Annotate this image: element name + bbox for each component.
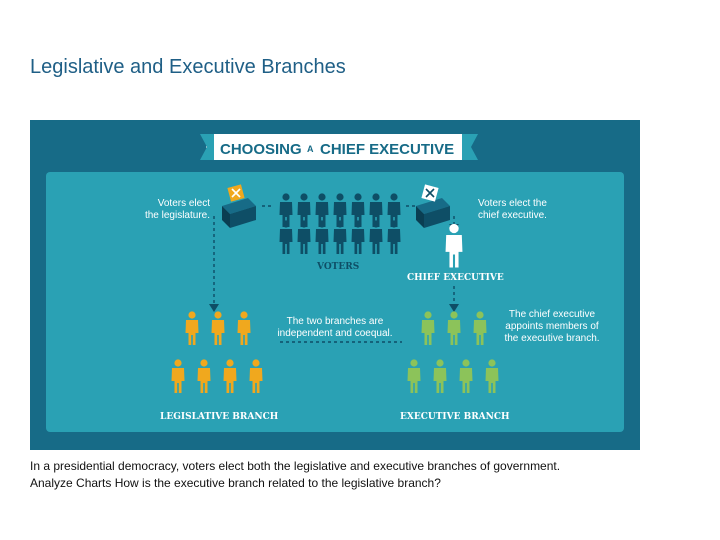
ballot-box-right-icon (416, 184, 450, 228)
voters-elect-chief-text: chief executive. (478, 210, 547, 221)
two-branches-text: The two branches are (287, 316, 384, 327)
choosing-chief-executive-diagram: CHOOSING A CHIEF EXECUTIVE (30, 120, 640, 450)
banner: CHOOSING A CHIEF EXECUTIVE (200, 134, 478, 160)
arrow-head-executive (449, 304, 459, 312)
voters-elect-chief-text: Voters elect the (478, 198, 547, 209)
voters-elect-legislature-text: the legislature. (145, 210, 210, 221)
page-title: Legislative and Executive Branches (30, 56, 346, 78)
banner-mid-text: A (307, 144, 314, 154)
executive-branch-label: EXECUTIVE BRANCH (400, 412, 510, 422)
voters-elect-legislature-text: Voters elect (158, 198, 210, 209)
arrow-voters-to-legislature (213, 205, 272, 306)
two-branches-text: independent and coequal. (277, 328, 392, 339)
voters-label: VOTERS (316, 262, 359, 272)
appoints-text: The chief executive (509, 309, 596, 320)
arrow-head-legislature (209, 304, 219, 312)
banner-left-text: CHOOSING (220, 141, 302, 158)
appoints-text: appoints members of (505, 321, 599, 332)
appoints-text: the executive branch. (504, 333, 599, 344)
banner-right-text: CHIEF EXECUTIVE (320, 141, 454, 158)
legislative-branch-label: LEGISLATIVE BRANCH (160, 412, 279, 422)
caption-line: In a presidential democracy, voters elec… (30, 459, 561, 473)
figure-caption: In a presidential democracy, voters elec… (30, 458, 690, 492)
chief-executive-label: CHIEF EXECUTIVE (407, 273, 504, 283)
caption-line: Analyze Charts How is the executive bran… (30, 476, 441, 490)
diagram-panel (46, 172, 624, 432)
ballot-box-left-icon (222, 184, 256, 228)
